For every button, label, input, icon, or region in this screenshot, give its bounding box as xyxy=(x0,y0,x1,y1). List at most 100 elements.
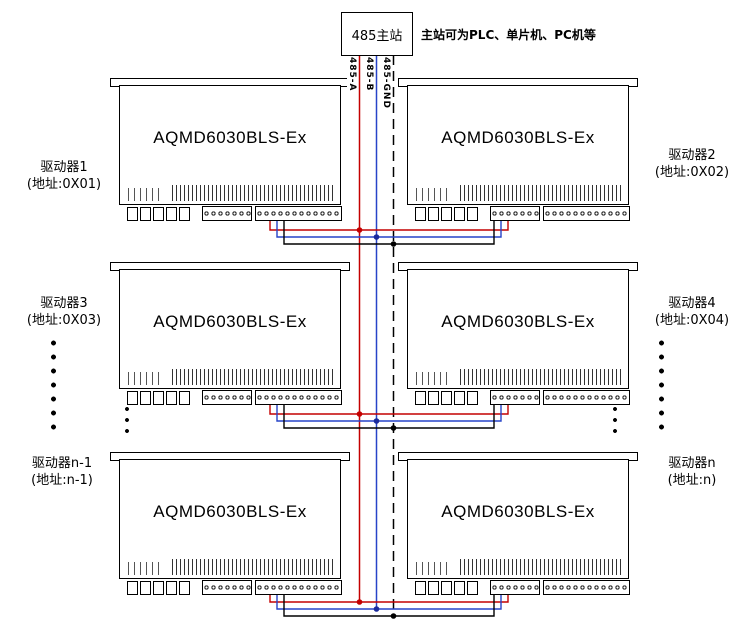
row1-wire-gnd xyxy=(283,220,495,245)
connector-pin xyxy=(454,581,465,595)
driver-model-label: AQMD6030BLS-Ex xyxy=(441,312,595,331)
connector-pin xyxy=(428,581,439,595)
driver-connector-block xyxy=(127,207,190,221)
driver-terminal-strip-large xyxy=(543,580,630,595)
connector-pin xyxy=(140,391,151,405)
continuation-dots-right xyxy=(658,336,665,434)
driver-terminal-strip-large xyxy=(543,206,630,221)
junction-dot xyxy=(390,241,397,247)
driver-model-label: AQMD6030BLS-Ex xyxy=(153,502,307,521)
connector-pin xyxy=(166,391,177,405)
connector-pin xyxy=(467,581,478,595)
driver-unit-4: AQMD6030BLS-Ex xyxy=(398,262,638,407)
connector-pin xyxy=(415,391,426,405)
driver-n-1-side-label: 驱动器n-1 (地址:n-1) xyxy=(14,456,110,490)
row2-wire-b xyxy=(276,404,502,422)
driver-model-label: AQMD6030BLS-Ex xyxy=(441,502,595,521)
row3-wire-gnd xyxy=(283,594,495,617)
bus-label-485b: 485-B xyxy=(364,57,374,92)
junction-dot xyxy=(356,227,363,233)
driver-body: AQMD6030BLS-Ex xyxy=(407,269,629,389)
driver-unit-n-1: AQMD6030BLS-Ex xyxy=(110,452,350,597)
continuation-dots-inner-right xyxy=(612,404,619,440)
driver-pin-labels-dense xyxy=(172,185,334,201)
driver-terminal-strip-large xyxy=(255,580,342,595)
driver-terminal-strip-small xyxy=(202,206,252,221)
driver-address: (地址:0X01) xyxy=(26,176,102,192)
connector-pin xyxy=(127,391,138,405)
row2-wire-gnd xyxy=(283,404,495,429)
junction-dot xyxy=(390,613,397,619)
connector-pin xyxy=(467,207,478,221)
junction-dot xyxy=(356,599,363,605)
junction-dot xyxy=(356,411,363,417)
connector-pin xyxy=(179,391,190,405)
connector-pin xyxy=(428,391,439,405)
driver-4-side-label: 驱动器4 (地址:0X04) xyxy=(640,296,744,330)
driver-unit-n: AQMD6030BLS-Ex xyxy=(398,452,638,597)
connector-pin xyxy=(166,581,177,595)
driver-n-side-label: 驱动器n (地址:n) xyxy=(640,456,744,490)
driver-pin-labels xyxy=(128,188,162,201)
driver-name: 驱动器n-1 xyxy=(31,456,93,471)
connector-pin xyxy=(127,581,138,595)
connector-pin xyxy=(441,207,452,221)
driver-terminal-strip-small xyxy=(490,390,540,405)
connector-pin xyxy=(127,207,138,221)
driver-name: 驱动器3 xyxy=(40,296,88,311)
connector-pin xyxy=(153,207,164,221)
driver-pin-labels-dense xyxy=(460,185,622,201)
master-station-note: 主站可为PLC、单片机、PC机等 xyxy=(421,28,596,42)
driver-terminal-strip-large xyxy=(255,206,342,221)
driver-pin-labels xyxy=(416,562,450,575)
driver-pin-labels xyxy=(128,372,162,385)
driver-name: 驱动器1 xyxy=(40,160,88,175)
driver-name: 驱动器n xyxy=(668,456,716,471)
connector-pin xyxy=(140,581,151,595)
driver-address: (地址:0X04) xyxy=(654,312,730,328)
driver-pin-labels-dense xyxy=(172,559,334,575)
row3-wire-a xyxy=(269,594,509,603)
driver-terminal-strip-small xyxy=(202,390,252,405)
driver-connector-block xyxy=(415,581,478,595)
connector-pin xyxy=(441,581,452,595)
driver-connector-block xyxy=(415,207,478,221)
master-station-label: 485主站 xyxy=(351,28,403,44)
row1-wire-b xyxy=(276,220,502,238)
driver-terminal-strip-large xyxy=(543,390,630,405)
driver-address: (地址:n-1) xyxy=(31,472,93,488)
driver-connector-block xyxy=(127,391,190,405)
connector-pin xyxy=(428,207,439,221)
driver-body: AQMD6030BLS-Ex xyxy=(407,459,629,579)
driver-model-label: AQMD6030BLS-Ex xyxy=(441,128,595,147)
driver-terminal-strip-small xyxy=(490,580,540,595)
connector-pin xyxy=(415,581,426,595)
row2-wire-a xyxy=(269,404,509,415)
driver-1-side-label: 驱动器1 (地址:0X01) xyxy=(18,160,110,194)
driver-terminal-strip-small xyxy=(490,206,540,221)
bus-label-485gnd: 485-GND xyxy=(381,57,391,109)
row3-wire-b xyxy=(276,594,502,610)
connector-pin xyxy=(153,391,164,405)
junction-dot xyxy=(390,425,397,431)
driver-connector-block xyxy=(415,391,478,405)
connector-pin xyxy=(153,581,164,595)
continuation-dots-left xyxy=(50,336,57,434)
driver-address: (地址:0X03) xyxy=(26,312,102,328)
driver-address: (地址:n) xyxy=(667,472,717,488)
driver-3-side-label: 驱动器3 (地址:0X03) xyxy=(18,296,110,330)
driver-pin-labels-dense xyxy=(172,369,334,385)
driver-address: (地址:0X02) xyxy=(654,164,730,180)
junction-dot xyxy=(373,606,380,612)
connector-pin xyxy=(441,391,452,405)
connector-pin xyxy=(179,581,190,595)
driver-model-label: AQMD6030BLS-Ex xyxy=(153,128,307,147)
connector-pin xyxy=(454,391,465,405)
driver-terminal-strip-small xyxy=(202,580,252,595)
driver-pin-labels-dense xyxy=(460,369,622,385)
continuation-dots-inner-left xyxy=(124,404,131,440)
driver-body: AQMD6030BLS-Ex xyxy=(119,459,341,579)
connector-pin xyxy=(140,207,151,221)
driver-name: 驱动器4 xyxy=(668,296,716,311)
driver-unit-2: AQMD6030BLS-Ex xyxy=(398,78,638,223)
